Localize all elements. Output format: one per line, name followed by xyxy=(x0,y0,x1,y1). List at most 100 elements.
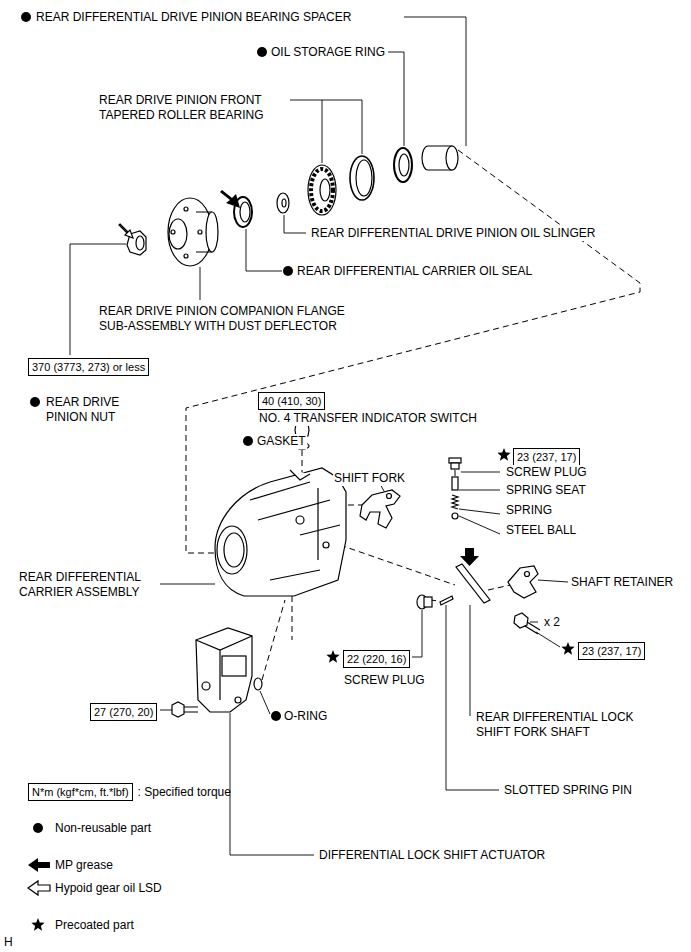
carrier-housing xyxy=(290,470,310,480)
spring-pin xyxy=(440,596,453,605)
carrier-housing xyxy=(323,542,329,548)
oil-storage-ring xyxy=(399,154,409,176)
leader-line xyxy=(388,52,404,146)
torque-box: 23 (237, 17) xyxy=(513,448,580,466)
spring-seat xyxy=(452,477,458,490)
oil-seal xyxy=(220,190,252,227)
torque-value: 23 (237, 17) xyxy=(517,451,576,463)
part-label: DIFFERENTIAL LOCK SHIFT ACTUATOR xyxy=(318,848,546,863)
oil-seal xyxy=(240,202,250,222)
part-label: SCREW PLUG xyxy=(505,465,588,480)
small-screw-plug xyxy=(424,597,432,607)
leader-line xyxy=(246,229,282,271)
part-label: REAR DRIVE PINION FRONT TAPERED ROLLER B… xyxy=(98,93,290,123)
bolt xyxy=(514,613,528,628)
bearing-cone xyxy=(311,169,333,211)
leader-line xyxy=(284,215,306,233)
part-label: REAR DRIVE PINION NUT xyxy=(45,395,135,425)
assembly-dashed-line xyxy=(340,545,455,585)
leader-line xyxy=(230,713,314,855)
legend-entry: Precoated part xyxy=(55,918,134,933)
torque-box: 27 (270, 20) xyxy=(90,703,157,721)
legend-entry: Hypoid gear oil LSD xyxy=(55,881,162,896)
carrier-housing xyxy=(250,482,340,580)
bearing-spacer xyxy=(422,146,458,170)
companion-flange xyxy=(184,254,188,258)
bolt xyxy=(514,613,540,634)
companion-flange xyxy=(184,207,188,211)
torque-box: 40 (410, 30) xyxy=(258,392,325,410)
assembly-dashed-line xyxy=(186,150,640,680)
oil-storage-ring xyxy=(394,148,412,182)
steel-ball xyxy=(452,513,458,519)
part-label: SLOTTED SPRING PIN xyxy=(503,783,633,798)
legend-text: MP grease xyxy=(55,858,113,872)
shift-actuator xyxy=(196,636,252,700)
oil-slinger xyxy=(277,193,289,213)
screw-plug xyxy=(449,458,461,469)
shaft-retainer xyxy=(508,566,538,598)
part-label: REAR DIFFERENTIAL CARRIER ASSEMBLY xyxy=(18,570,160,600)
companion-flange xyxy=(169,219,187,249)
shift-actuator xyxy=(196,628,252,712)
leader-line xyxy=(260,691,270,714)
torque-value: 23 (237, 17) xyxy=(582,645,641,657)
legend-text: : Specified torque xyxy=(138,785,231,799)
part-label: REAR DIFFERENTIAL CARRIER OIL SEAL xyxy=(296,264,533,279)
non-reusable-mark xyxy=(21,12,293,721)
legend-entry: Non-reusable part xyxy=(55,821,151,836)
bearing-cone xyxy=(308,165,336,215)
spring xyxy=(452,495,458,509)
leader-line xyxy=(286,100,362,163)
assembly-dashed-line xyxy=(292,596,293,640)
bearing-spacer xyxy=(446,146,458,170)
bolt xyxy=(172,702,184,717)
pinion-nut xyxy=(136,236,144,250)
torque-value: 40 (410, 30) xyxy=(262,395,321,407)
part-label: REAR DRIVE PINION COMPANION FLANGE SUB-A… xyxy=(98,304,375,334)
part-label: SCREW PLUG xyxy=(343,673,426,688)
companion-flange xyxy=(198,230,202,234)
unit-legend-box: N*m (kgf*cm, ft.*lbf) xyxy=(28,783,133,801)
steel-ball xyxy=(452,513,458,519)
shift-fork xyxy=(387,494,392,499)
bearing-cone xyxy=(320,179,330,201)
torque-box: 370 (3773, 273) or less xyxy=(28,358,149,376)
precoated-star xyxy=(561,642,574,655)
shift-fork xyxy=(360,490,400,528)
shift-actuator xyxy=(235,697,241,703)
shift-fork xyxy=(360,490,400,528)
pinion-nut xyxy=(119,224,133,238)
leader-line xyxy=(404,17,466,146)
bearing-cup xyxy=(356,160,372,196)
torque-value: N*m (kgf*cm, ft.*lbf) xyxy=(32,786,129,798)
fork-shaft xyxy=(456,564,490,603)
torque-value: 27 (270, 20) xyxy=(94,706,153,718)
leader-line xyxy=(160,710,172,711)
legend-text: Non-reusable part xyxy=(55,821,151,835)
legend-symbol xyxy=(28,823,50,931)
screw-plug xyxy=(449,458,461,463)
carrier-housing xyxy=(215,468,346,596)
carrier-housing xyxy=(224,533,244,567)
leader-line xyxy=(470,605,471,716)
non-reusable-mark xyxy=(243,436,253,446)
part-label: SPRING SEAT xyxy=(505,483,587,498)
oil-slinger xyxy=(282,199,286,207)
part-label: NO. 4 TRANSFER INDICATOR SWITCH xyxy=(258,411,478,426)
oil-slinger xyxy=(277,193,289,213)
non-reusable-mark xyxy=(271,711,281,721)
part-label: O-RING xyxy=(283,709,328,724)
bolt xyxy=(172,702,198,717)
legend-text: Hypoid gear oil LSD xyxy=(55,881,162,895)
assembly-dashed-line xyxy=(262,600,285,680)
part-label: SPRING xyxy=(505,503,553,518)
part-label: STEEL BALL xyxy=(505,523,577,538)
pinion-nut xyxy=(119,224,146,255)
part-label: SHAFT RETAINER xyxy=(570,575,674,590)
figure-code: H xyxy=(3,935,14,950)
part-label: REAR DIFFERENTIAL DRIVE PINION BEARING S… xyxy=(35,10,352,25)
non-reusable-mark xyxy=(257,47,267,57)
torque-box: 22 (220, 16) xyxy=(343,650,410,668)
fork-shaft xyxy=(460,548,479,566)
